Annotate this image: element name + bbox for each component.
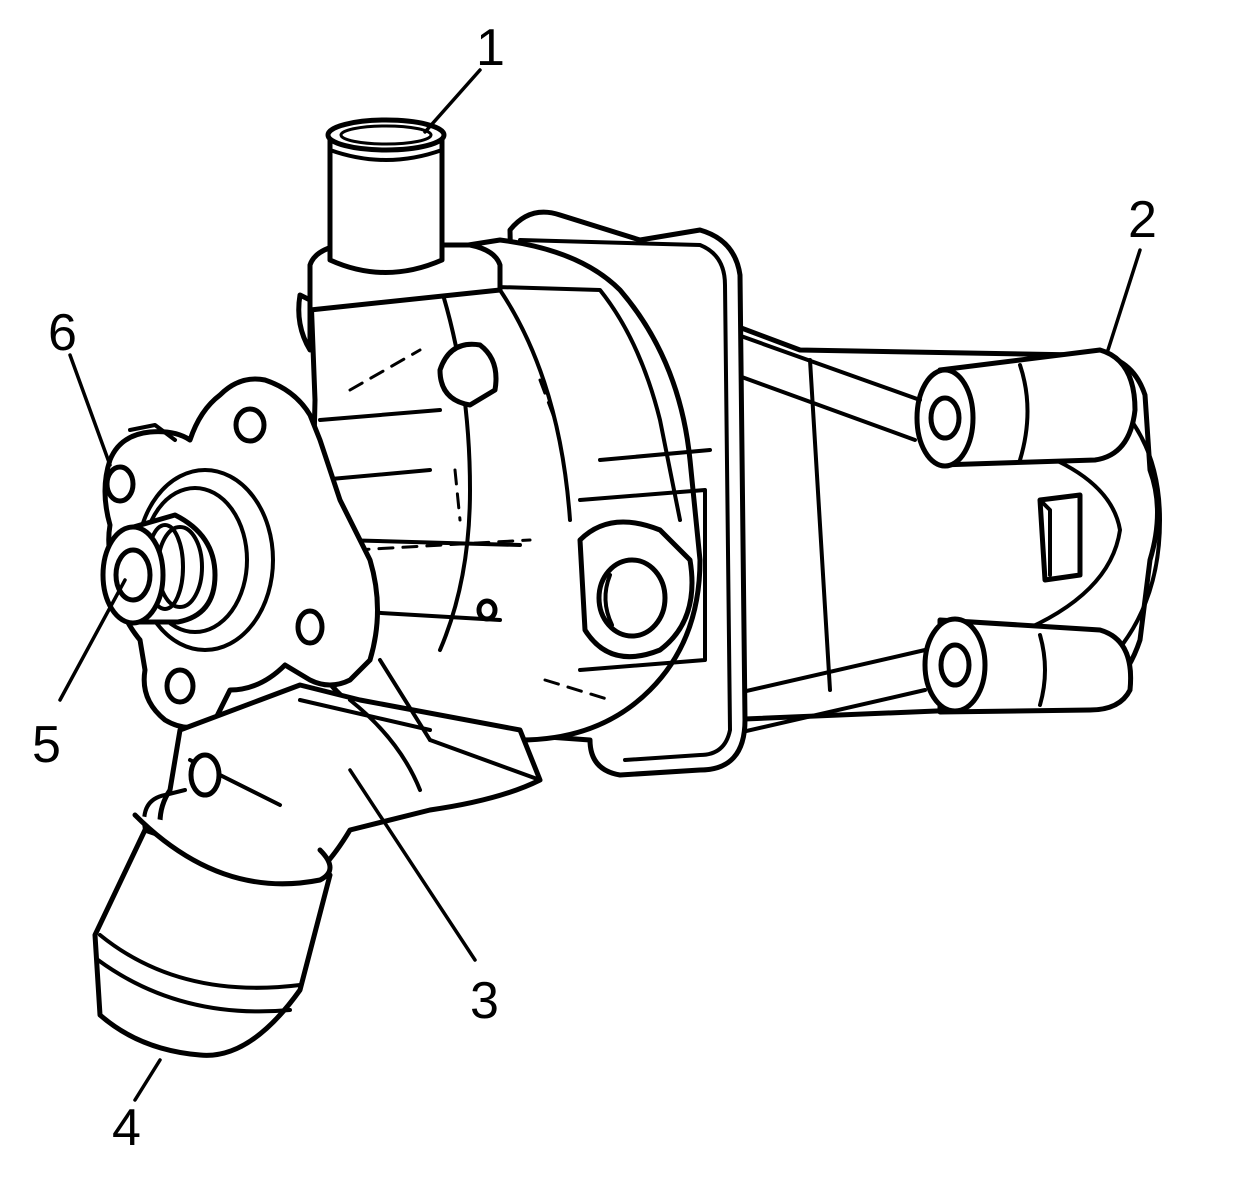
callout-6: 6 <box>48 304 77 362</box>
callout-1: 1 <box>476 19 505 77</box>
outlet-pipe-end <box>92 788 333 1058</box>
leader-3 <box>348 768 477 962</box>
leader-2 <box>1106 248 1142 352</box>
callout-2: 2 <box>1128 191 1157 249</box>
callout-5: 5 <box>32 716 61 774</box>
bracket-tab <box>1037 492 1083 583</box>
pump-shaft <box>100 512 218 626</box>
callout-labels: 1 2 3 4 5 6 <box>32 19 1157 1157</box>
leader-5 <box>58 578 127 702</box>
callout-4: 4 <box>112 1099 141 1157</box>
leader-6 <box>68 353 112 467</box>
leader-lines <box>58 68 1142 1102</box>
callout-3: 3 <box>470 972 499 1030</box>
leader-1 <box>423 68 482 134</box>
pump-hub-flange <box>102 376 380 730</box>
lower-mount-bushing <box>618 616 1134 762</box>
leader-4 <box>133 1058 162 1102</box>
inlet-pipe <box>296 117 503 353</box>
body-bosses <box>437 341 695 660</box>
